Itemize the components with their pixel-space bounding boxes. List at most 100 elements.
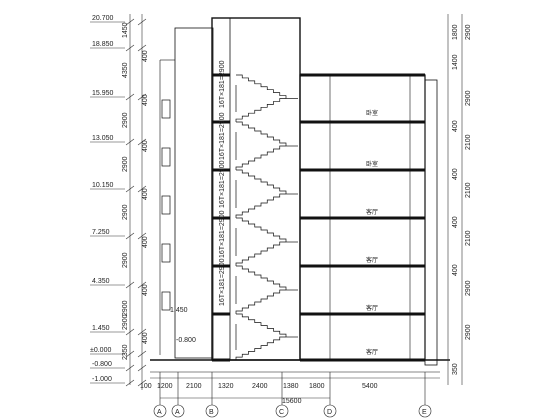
dimension-tick <box>137 379 147 387</box>
dim-value: 2100 <box>465 230 472 246</box>
dimension-tick <box>125 138 135 146</box>
dimension-tick <box>137 93 147 101</box>
stair-flight <box>235 289 286 314</box>
room-label: 客厅 <box>366 304 378 312</box>
dimension-tick <box>125 350 135 358</box>
axis-label: A <box>157 409 162 416</box>
dimension-tick <box>125 379 135 387</box>
stair-flight <box>235 145 286 170</box>
stair-flight <box>236 169 287 194</box>
dim-value: 4350 <box>122 62 129 78</box>
stair-label: 16T×181=2900 <box>219 60 226 108</box>
stair-label: 16T×181=2900 <box>219 210 226 258</box>
axis-label: A <box>175 409 180 416</box>
dim-value: 400 <box>142 236 149 248</box>
stair-flight <box>236 74 287 99</box>
dimension-tick <box>137 18 147 26</box>
dim-value: 2900 <box>122 112 129 128</box>
floor-slab <box>300 73 425 77</box>
floor-slab <box>300 120 425 124</box>
room-label: 客厅 <box>366 208 378 216</box>
level-label: 13.050 <box>92 135 114 142</box>
annotation: -0.800 <box>176 337 196 344</box>
dimension-tick <box>137 328 147 336</box>
dimension-tick <box>137 364 147 372</box>
left-small-dimension-values: 400 400 400 400 400 400 400 <box>142 50 149 344</box>
room-labels: 卧室 卧室 客厅 客厅 客厅 客厅 <box>366 109 378 356</box>
floor-slab <box>300 264 425 268</box>
floor-slab <box>300 216 425 220</box>
dimension-tick <box>137 281 147 289</box>
window <box>161 147 171 167</box>
left-dimension-values: 1450 4350 2900 2900 2900 2900 2900 2900 … <box>122 22 129 360</box>
level-label: 10.150 <box>92 182 114 189</box>
dimension-tick <box>125 232 135 240</box>
floor-slab <box>212 120 230 124</box>
dim-value: 400 <box>452 264 459 276</box>
level-label: 1.450 <box>92 325 110 332</box>
stair-flight <box>236 265 287 290</box>
dim-value: 2400 <box>252 383 268 390</box>
dim-value: 400 <box>452 120 459 132</box>
dim-value: 350 <box>452 363 459 375</box>
dim-value: 400 <box>142 50 149 62</box>
building-structure <box>150 17 450 373</box>
stair-flight <box>235 98 286 122</box>
dim-value: 400 <box>142 188 149 200</box>
bottom-dimension-chain <box>150 377 440 399</box>
stair-label: 16T×181=2900 <box>219 112 226 160</box>
dim-value: 100 <box>140 383 152 390</box>
left-windows <box>161 99 171 311</box>
dim-value: 2100 <box>465 134 472 150</box>
floor-slab <box>212 264 230 268</box>
dim-value: 2900 <box>122 314 129 330</box>
floor-slab <box>300 168 425 172</box>
dim-value: 400 <box>142 94 149 106</box>
dimension-tick <box>125 364 135 372</box>
dimension-tick <box>125 18 135 26</box>
dim-value: 2900 <box>122 156 129 172</box>
dim-value: 2900 <box>465 24 472 40</box>
room-label: 卧室 <box>366 160 378 168</box>
level-label: 7.250 <box>92 229 110 236</box>
dimension-tick <box>125 185 135 193</box>
floor-slab <box>300 312 425 316</box>
stair-flights <box>235 74 298 360</box>
dimension-tick <box>125 328 135 336</box>
dim-value: 1200 <box>157 383 173 390</box>
right-dimension-chain <box>447 14 463 385</box>
dim-value: 400 <box>452 216 459 228</box>
dimension-tick <box>137 350 147 358</box>
dim-value: 1800 <box>452 24 459 40</box>
stair-labels: 16T×181=2900 16T×181=2900 16T×181=2900 1… <box>219 60 226 306</box>
floor-slab <box>212 312 230 316</box>
axis-markers <box>153 372 432 418</box>
floor-slab <box>212 216 230 220</box>
dimension-tick <box>125 44 135 52</box>
level-label: ±0.000 <box>90 347 111 354</box>
window <box>161 243 171 263</box>
annotation: 1.450 <box>170 307 188 314</box>
level-label: 15.950 <box>92 90 114 97</box>
room-label: 客厅 <box>366 348 378 356</box>
stair-label: 16T×181=2900 <box>219 160 226 208</box>
stair-flight <box>235 241 286 266</box>
axis-label: C <box>279 409 284 416</box>
dim-value: 400 <box>142 140 149 152</box>
level-underlines <box>90 21 125 384</box>
stair-flight <box>236 313 287 337</box>
floor-slab <box>212 358 230 362</box>
axis-label: B <box>209 409 214 416</box>
right-small-dimension-values: 1800 1400 400 400 400 400 350 <box>452 24 459 375</box>
stair-flight <box>235 193 286 218</box>
dim-value: 1380 <box>283 383 299 390</box>
dim-value: 1400 <box>452 54 459 70</box>
dim-value: 2900 <box>465 280 472 296</box>
dim-value: 400 <box>142 332 149 344</box>
floor-slabs <box>212 73 425 362</box>
floor-slab <box>212 168 230 172</box>
dim-value: 2900 <box>465 90 472 106</box>
dimension-tick <box>137 138 147 146</box>
dim-value: 400 <box>452 168 459 180</box>
